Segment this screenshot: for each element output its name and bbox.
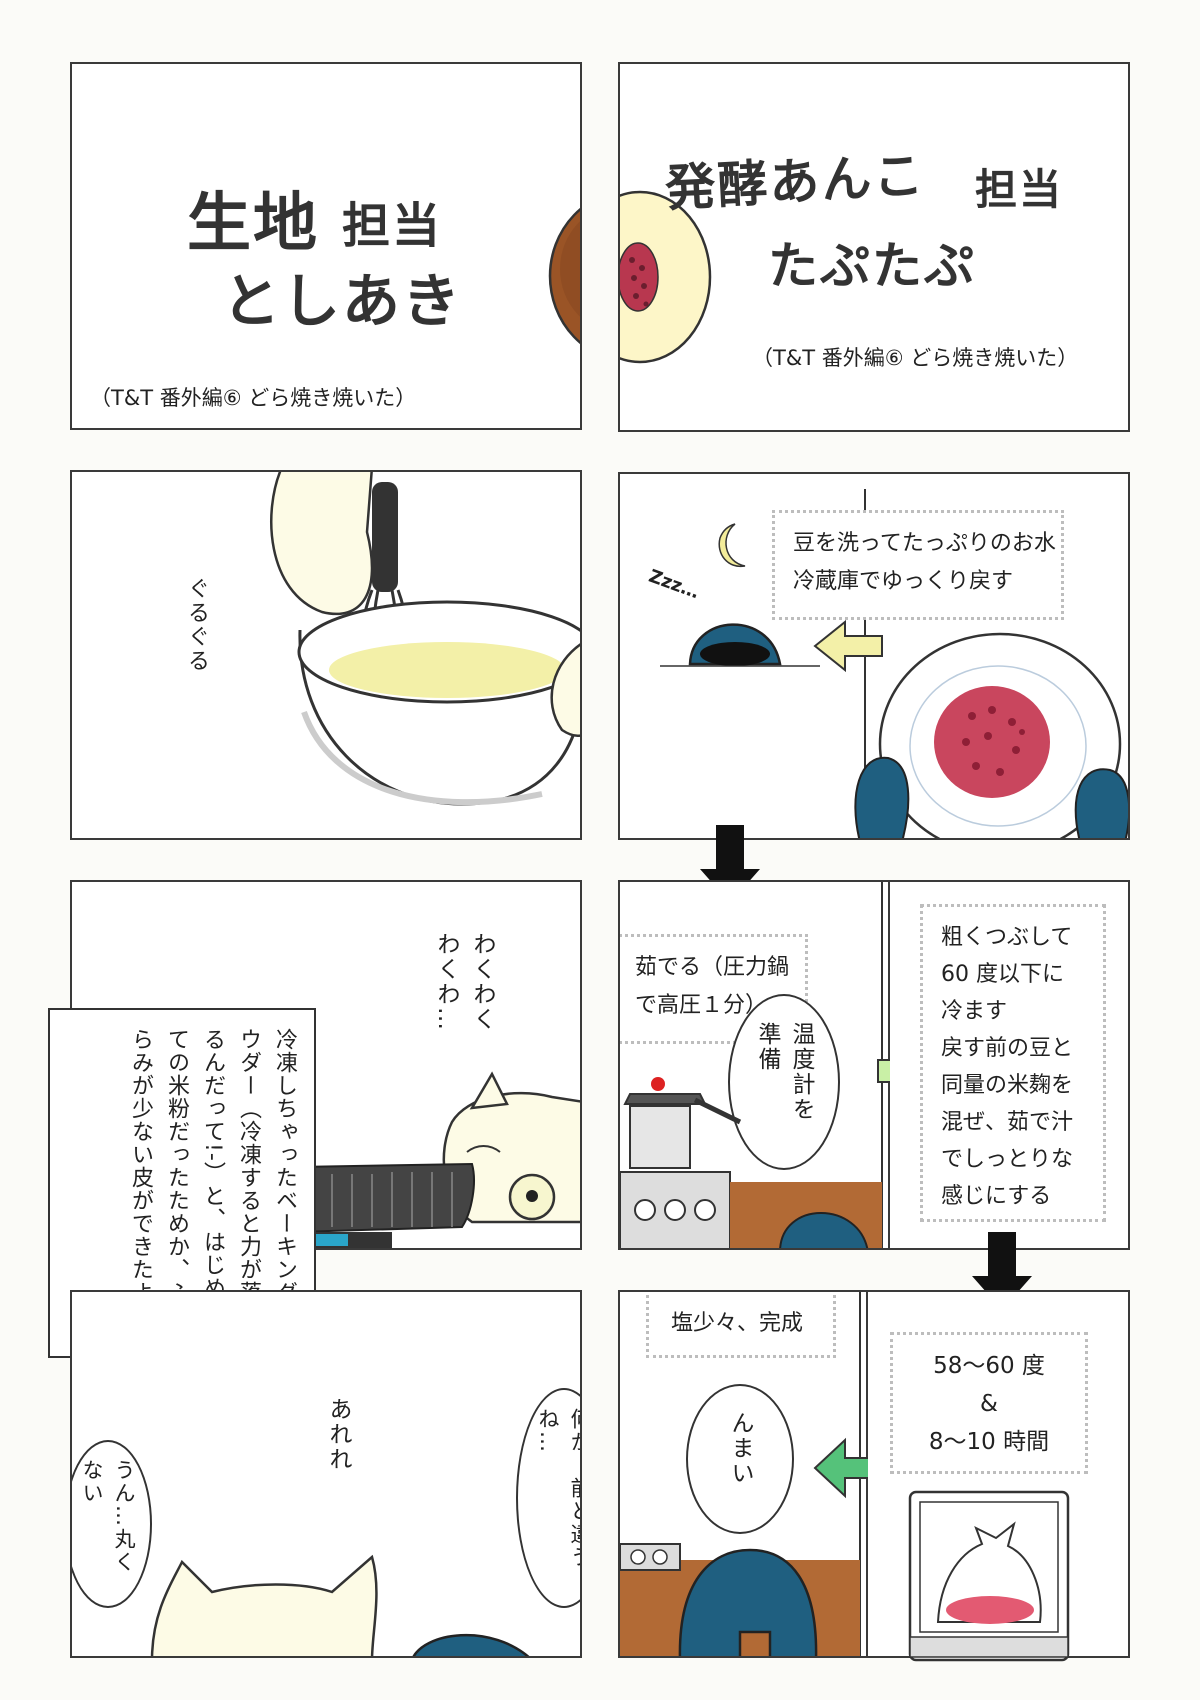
dough-role: 担当 <box>342 198 443 254</box>
pressure-cooker-illustration <box>620 882 883 1248</box>
soak-note-line2: 冷蔵庫でゆっくり戻す <box>793 569 1014 594</box>
episode-caption: （T&T 番外編⑥ どら焼き焼いた） <box>752 346 1079 370</box>
soaking-beans-illustration <box>660 489 1128 838</box>
dough-author-name: としあき <box>222 267 463 335</box>
dorayaki-cross-section-illustration <box>620 190 712 364</box>
anko-author-name: たぷたぷ <box>768 237 976 295</box>
panel-2-anko-title: 発酵あんこ 担当 たぷたぷ （T&T 番外編⑥ どら焼き焼いた） <box>618 62 1130 432</box>
koji-line-3: 冷ます <box>941 999 1008 1024</box>
guruguru-sfx: ぐるぐる <box>184 577 209 673</box>
koji-line-7: でしっとりな <box>941 1147 1074 1172</box>
soak-note-line1: 豆を洗ってたっぷりのお水 <box>793 531 1056 556</box>
something-different-speech-bubble: 何か、前と違うね… <box>516 1388 582 1608</box>
panel-8-not-round: あれれ うん…丸くない 何か、前と違うね… <box>70 1290 582 1658</box>
not-round-bubble-text: うん…丸くない <box>80 1459 136 1574</box>
cat-frying-pan-illustration <box>296 1071 580 1248</box>
episode-caption: （T&T 番外編⑥ どら焼き焼いた） <box>90 386 417 410</box>
tasty-bubble-text: んまい <box>727 1411 753 1486</box>
arere-sfx: あれれ <box>325 1397 351 1472</box>
anko-role: 担当 <box>975 165 1064 214</box>
something-different-bubble-text: 何か、前と違うね… <box>536 1408 582 1569</box>
anko-title-line1: 発酵あんこ <box>663 146 927 218</box>
koji-instruction-note: 粗くつぶして 60 度以下に 冷ます 戻す前の豆と 同量の米麹を 混ぜ、茹で汁 … <box>920 904 1106 1222</box>
dough-title-line1: 生地 <box>187 187 319 261</box>
panel-10-fermenting: 58～60 度 & 8～10 時間 <box>868 1290 1130 1662</box>
whisking-bowl-illustration <box>270 472 580 806</box>
thermometer-speech-bubble: 温度計を準備 <box>728 994 840 1170</box>
panel-9-finished: 塩少々、完成 んまい <box>618 1290 868 1658</box>
soak-instruction-note: 豆を洗ってたっぷりのお水 冷蔵庫でゆっくり戻す <box>772 510 1064 620</box>
koji-line-4: 戻す前の豆と <box>941 1036 1074 1061</box>
fermentation-ampersand: & <box>980 1391 998 1417</box>
dorayaki-pancake-illustration <box>548 207 580 345</box>
tasty-speech-bubble: んまい <box>686 1384 794 1534</box>
panel-1-dough-title: 生地 担当 としあき （T&T 番外編⑥ どら焼き焼いた） <box>70 62 582 430</box>
koji-line-1: 粗くつぶして <box>941 925 1073 950</box>
fermentation-duration: 8～10 時間 <box>928 1429 1050 1455</box>
panel-7-mixing-koji: 粗くつぶして 60 度以下に 冷ます 戻す前の豆と 同量の米麹を 混ぜ、茹で汁 … <box>890 880 1130 1250</box>
fermentation-conditions-note: 58～60 度 & 8～10 時間 <box>890 1332 1088 1474</box>
finish-note: 塩少々、完成 <box>646 1292 836 1358</box>
wakuwaku-sfx: わくわく わくわ… <box>433 932 495 1032</box>
thermometer-bubble-text: 温度計を準備 <box>754 1022 814 1122</box>
fermentation-temperature: 58～60 度 <box>933 1353 1045 1379</box>
panel-4-soaking-beans: Zzz… 豆を洗ってたっぷりのお水 冷蔵庫でゆっくり戻す <box>618 472 1130 840</box>
boil-note-line2: で高圧１分） <box>635 993 768 1018</box>
cat-and-blob-illustration <box>150 1554 530 1656</box>
panel-6-boiling: 茹でる（圧力鍋 で高圧１分） 温度計を準備 <box>618 880 890 1250</box>
koji-line-8: 感じにする <box>941 1184 1052 1209</box>
finish-note-text: 塩少々、完成 <box>671 1311 804 1336</box>
koji-line-5: 同量の米麹を <box>941 1073 1074 1098</box>
panel-3-whisking: ぐるぐる <box>70 470 582 840</box>
not-round-speech-bubble: うん…丸くない <box>72 1440 152 1608</box>
left-arrow-icon <box>813 1437 876 1499</box>
koji-line-6: 混ぜ、茹で汁 <box>941 1110 1074 1135</box>
boil-note-line1: 茹でる（圧力鍋 <box>635 955 790 980</box>
koji-line-2: 60 度以下に <box>941 962 1064 987</box>
fermenting-bag-illustration <box>908 1490 1070 1662</box>
